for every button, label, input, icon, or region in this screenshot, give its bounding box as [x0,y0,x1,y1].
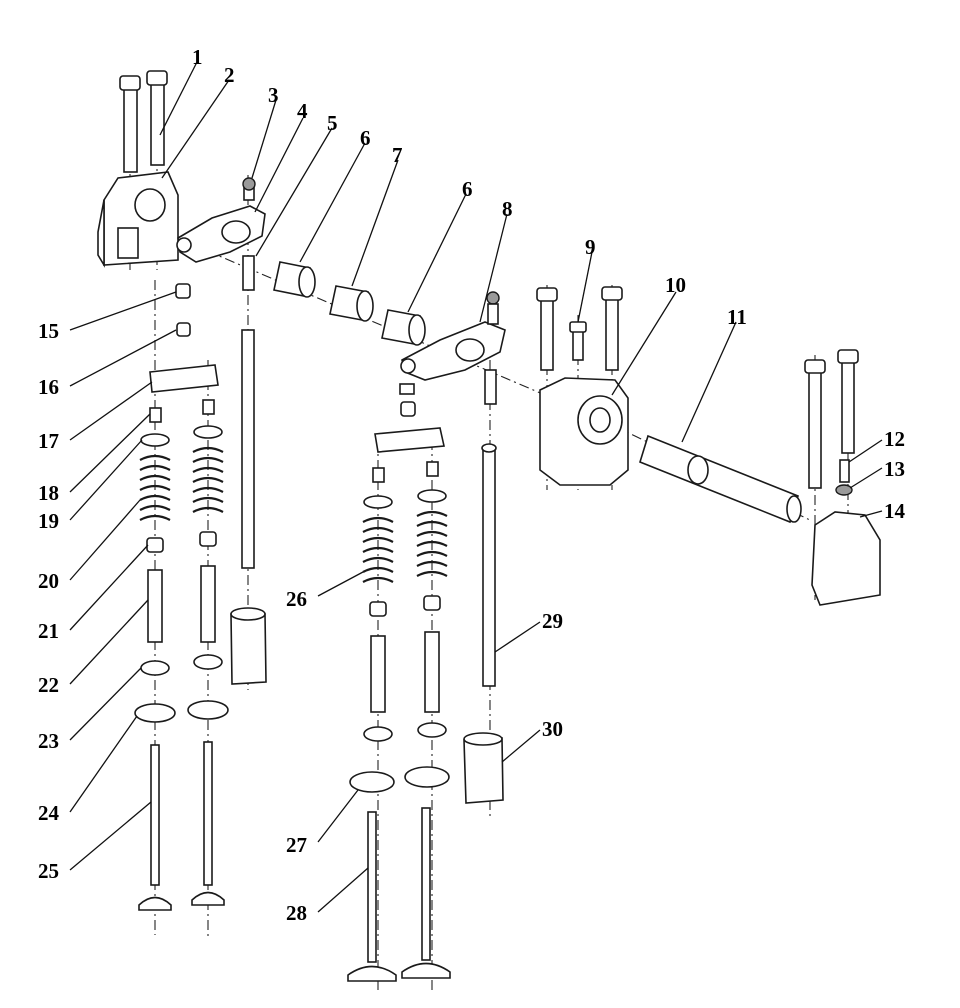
callout-5: 5 [327,111,338,135]
callout-17: 17 [38,429,59,453]
callout-26: 26 [286,587,307,611]
shaft-bushings [273,261,426,346]
callout-29: 29 [542,609,563,633]
callout-7: 7 [392,143,403,167]
valve-group-left [134,283,229,911]
callout-20: 20 [38,569,59,593]
pushrod-right [463,443,504,804]
valve-spring-left-a [139,454,171,521]
callout-18: 18 [38,481,59,505]
callout-10: 10 [665,273,686,297]
callout-11: 11 [727,305,747,329]
callout-12: 12 [884,427,905,451]
callout-23: 23 [38,729,59,753]
callout-3: 3 [268,83,279,107]
callout-13: 13 [884,457,905,481]
callout-4: 4 [297,99,308,123]
callout-25: 25 [38,859,59,883]
callout-27: 27 [286,833,307,857]
rocker-arm-right [399,291,506,417]
rocker-arm-left [176,177,266,291]
callout-8: 8 [502,197,513,221]
callout-22: 22 [38,673,59,697]
valve-spring-left-b [192,446,224,513]
callout-1: 1 [192,45,203,69]
pushrod-left [230,329,267,685]
leader-lines [69,61,883,913]
valve-spring-right-b [416,510,448,577]
callout-2: 2 [224,63,235,87]
valve-group-right [347,427,451,982]
callout-9: 9 [585,235,596,259]
callout-labels: 1 2 3 4 5 6 7 6 8 9 10 11 12 13 14 15 16… [38,45,906,925]
callout-6b: 6 [462,177,473,201]
callout-21: 21 [38,619,59,643]
callout-6a: 6 [360,126,371,150]
rocker-shaft [639,434,802,524]
callout-14: 14 [884,499,906,523]
callout-19: 19 [38,509,59,533]
callout-15: 15 [38,319,59,343]
callout-30: 30 [542,717,563,741]
rocker-support-right [804,349,881,606]
rocker-support-left [97,70,179,268]
callout-24: 24 [38,801,60,825]
callout-16: 16 [38,375,59,399]
valve-spring-right-a [362,516,394,583]
callout-28: 28 [286,901,307,925]
rocker-support-center [536,286,629,486]
